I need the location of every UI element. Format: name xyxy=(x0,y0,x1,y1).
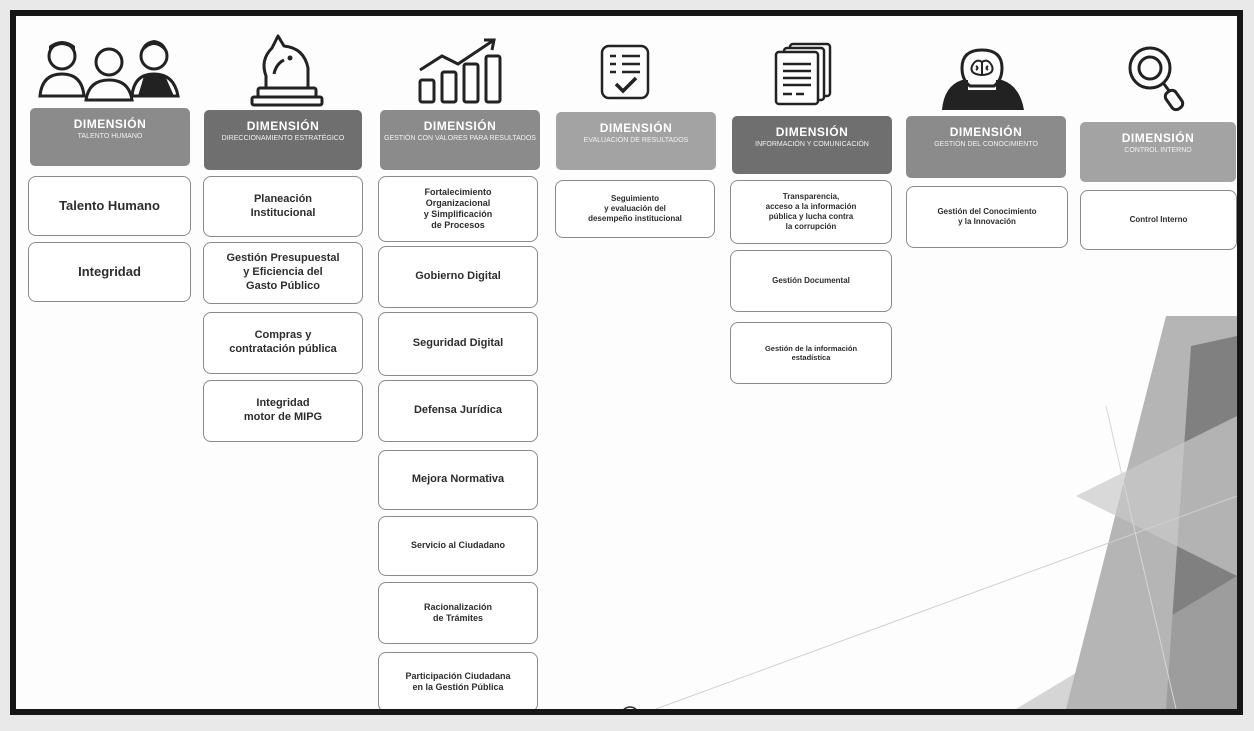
documents-icon xyxy=(774,42,832,106)
component-box: Participación Ciudadana en la Gestión Pú… xyxy=(378,652,538,709)
brain-head-icon xyxy=(942,48,1024,110)
component-box: Defensa Jurídica xyxy=(378,380,538,442)
dimension-title: DIMENSIÓN xyxy=(423,119,497,133)
component-box: Seguimiento y evaluación del desempeño i… xyxy=(555,180,715,238)
component-box: Fortalecimiento Organizacional y Simplif… xyxy=(378,176,538,242)
component-box: Gestión Presupuestal y Eficiencia del Ga… xyxy=(203,242,363,304)
component-box: Racionalización de Trámites xyxy=(378,582,538,644)
people-icon xyxy=(38,40,180,102)
dimension-header: DIMENSIÓN INFORMACIÓN Y COMUNICACIÓN xyxy=(732,116,892,174)
component-box: Integridad xyxy=(28,242,191,302)
dimension-subtitle: INFORMACIÓN Y COMUNICACIÓN xyxy=(755,141,869,148)
dimension-subtitle: TALENTO HUMANO xyxy=(77,133,143,140)
dimension-title: DIMENSIÓN xyxy=(599,121,673,135)
component-box: Integridad motor de MIPG xyxy=(203,380,363,442)
component-box: Compras y contratación pública xyxy=(203,312,363,374)
dimension-subtitle: GESTIÓN CON VALORES PARA RESULTADOS xyxy=(384,135,536,142)
dimension-subtitle: GESTIÓN DEL CONOCIMIENTO xyxy=(934,141,1038,148)
dimension-header: DIMENSIÓN EVALUACIÓN DE RESULTADOS xyxy=(556,112,716,170)
component-box: Gobierno Digital xyxy=(378,246,538,308)
component-box: Gestión de la información estadística xyxy=(730,322,892,384)
dimension-header: DIMENSIÓN GESTIÓN DEL CONOCIMIENTO xyxy=(906,116,1066,178)
dimension-subtitle: CONTROL INTERNO xyxy=(1124,147,1192,154)
dimension-subtitle: DIRECCIONAMIENTO ESTRATÉGICO xyxy=(221,135,345,142)
dimension-title: DIMENSIÓN xyxy=(246,119,320,133)
dimension-title: DIMENSIÓN xyxy=(73,117,147,131)
chess-knight-icon xyxy=(250,34,324,107)
dimension-header: DIMENSIÓN CONTROL INTERNO xyxy=(1080,122,1236,182)
dimension-title: DIMENSIÓN xyxy=(949,125,1023,139)
component-box: Talento Humano xyxy=(28,176,191,236)
dimension-title: DIMENSIÓN xyxy=(775,125,849,139)
component-box: Gestión del Conocimiento y la Innovación xyxy=(906,186,1068,248)
dimension-subtitle: EVALUACIÓN DE RESULTADOS xyxy=(583,137,689,144)
component-box: Planeación Institucional xyxy=(203,176,363,237)
dimension-header: DIMENSIÓN TALENTO HUMANO xyxy=(30,108,190,166)
dimension-title: DIMENSIÓN xyxy=(1121,131,1195,145)
magnifier-icon xyxy=(1128,46,1185,112)
slide-frame: DIMENSIÓN TALENTO HUMANO Talento Humano … xyxy=(10,10,1243,715)
component-box: Seguridad Digital xyxy=(378,312,538,376)
component-box: Servicio al Ciudadano xyxy=(378,516,538,576)
checklist-icon xyxy=(600,44,650,100)
dimension-header: DIMENSIÓN DIRECCIONAMIENTO ESTRATÉGICO xyxy=(204,110,362,170)
component-box: Gestión Documental xyxy=(730,250,892,312)
component-box: Transparencia, acceso a la información p… xyxy=(730,180,892,244)
dimension-header: DIMENSIÓN GESTIÓN CON VALORES PARA RESUL… xyxy=(380,110,540,170)
component-box: Control Interno xyxy=(1080,190,1237,250)
component-box: Mejora Normativa xyxy=(378,450,538,510)
growth-chart-icon xyxy=(418,38,502,104)
